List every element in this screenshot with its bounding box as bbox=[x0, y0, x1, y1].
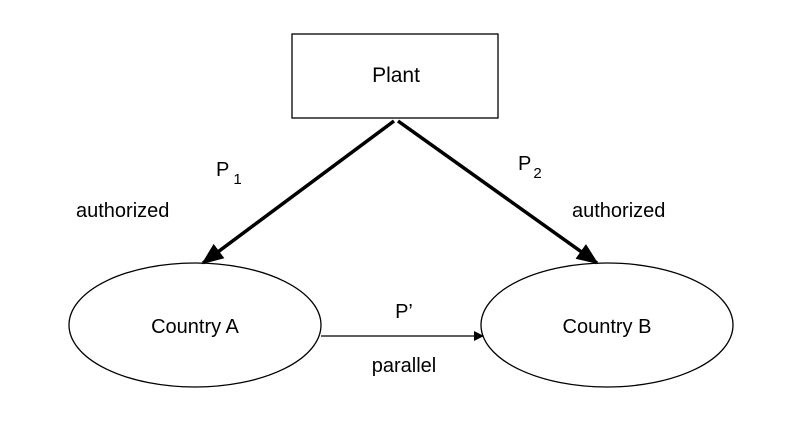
p2-authorized-label: authorized bbox=[572, 200, 665, 222]
parallel-symbol: P’ bbox=[395, 301, 413, 323]
parallel-label: P’ parallel bbox=[372, 301, 436, 377]
country-b-ellipse bbox=[480, 262, 734, 388]
plant-box bbox=[291, 33, 499, 119]
parallel-text: parallel bbox=[372, 355, 436, 377]
plant-label: Plant bbox=[372, 64, 420, 87]
arrow-p1 bbox=[201, 119, 396, 265]
svg-text:P2: P2 bbox=[518, 153, 542, 182]
p1-symbol: P bbox=[216, 159, 229, 181]
arrow-p2 bbox=[396, 119, 599, 265]
p1-subscript: 1 bbox=[233, 171, 241, 188]
p1-authorized-label: authorized bbox=[76, 200, 169, 222]
svg-text:P1: P1 bbox=[216, 159, 242, 188]
plant-node: Plant bbox=[291, 33, 499, 119]
country-b-label: Country B bbox=[563, 316, 652, 338]
p2-subscript: 2 bbox=[533, 165, 541, 182]
country-a-label: Country A bbox=[151, 316, 239, 338]
p2-symbol: P bbox=[518, 153, 531, 175]
country-b-node: Country B bbox=[480, 262, 734, 388]
country-a-node: Country A bbox=[68, 262, 322, 388]
country-a-ellipse bbox=[68, 262, 322, 388]
